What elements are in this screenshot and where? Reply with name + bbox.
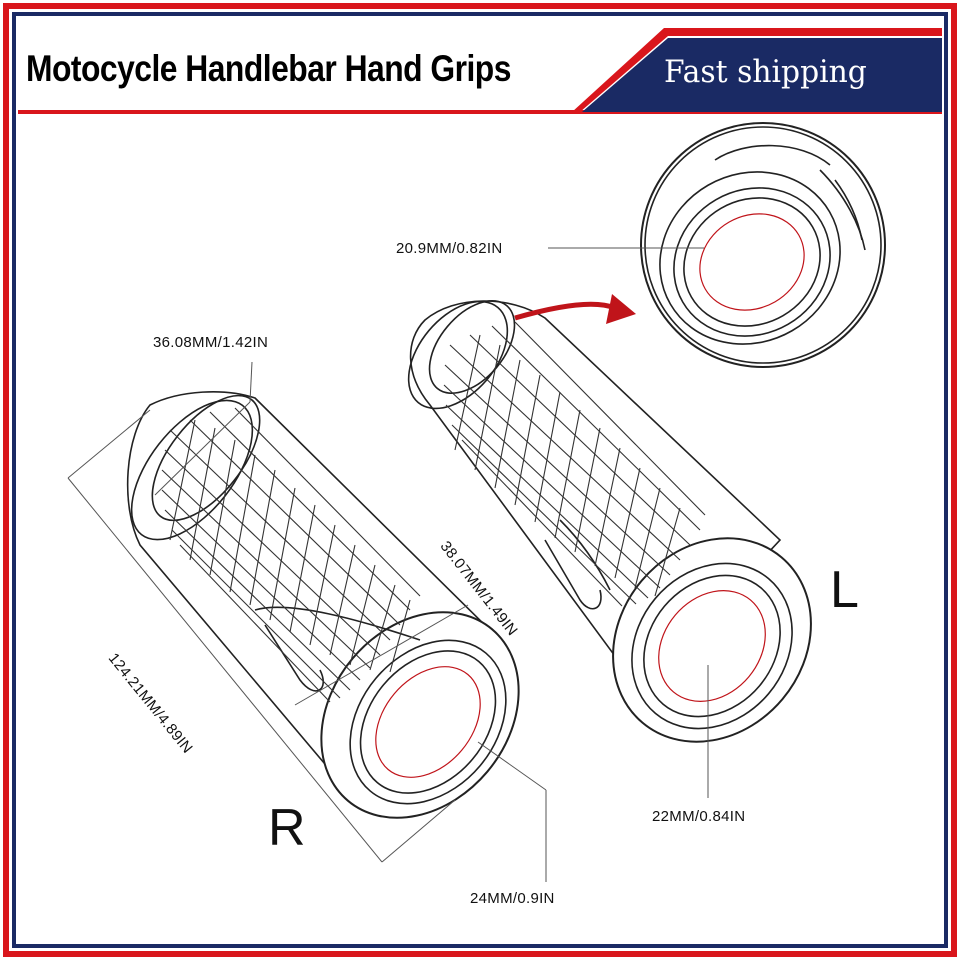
badge-panel — [582, 38, 942, 112]
fast-shipping-badge: Fast shipping — [664, 54, 867, 90]
left-grip-drawing — [407, 300, 812, 743]
detail-arrow — [514, 301, 616, 321]
outer-frame — [3, 3, 957, 957]
right-grip-letter: R — [268, 799, 306, 857]
detail-arrowhead — [606, 294, 636, 324]
dimension-lines — [67, 247, 709, 882]
inner-frame — [12, 12, 948, 948]
dim-inner-detail-label: 20.9MM/0.82IN — [396, 240, 503, 257]
dim-inner-left-label: 22MM/0.84IN — [652, 808, 746, 825]
dim-inner-right-label: 24MM/0.9IN — [470, 890, 555, 907]
dim-outer-end-label: 36.08MM/1.42IN — [153, 334, 269, 351]
page-title: Motocycle Handlebar Hand Grips — [26, 48, 511, 89]
right-grip-drawing — [126, 391, 520, 819]
detail-magnifier — [640, 122, 886, 368]
left-grip-letter: L — [830, 561, 859, 619]
